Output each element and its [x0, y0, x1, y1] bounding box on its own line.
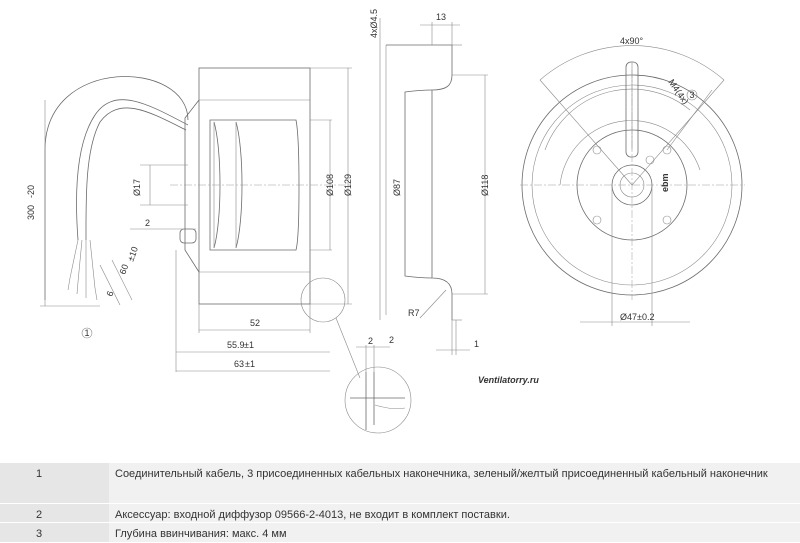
note-text: Глубина ввинчивания: макс. 4 мм [109, 522, 800, 542]
dim-detail-2b: 2 [389, 335, 394, 345]
cable-wire-1 [76, 99, 189, 241]
note-text: Аксессуар: входной диффузор 09566-2-4013… [109, 503, 800, 523]
bolt-hole-4 [662, 215, 672, 225]
dim-length-55-9-tol: ±1 [244, 340, 254, 350]
note-number: 1 [0, 462, 109, 504]
detail-curve [374, 404, 406, 410]
front-view: ebm 4x90° M4(4x) 3 Ø47 ±0.2 [520, 36, 745, 326]
cable-terminals [67, 277, 98, 301]
hub-stub [179, 228, 197, 244]
detail-geometry [350, 372, 405, 430]
motor-body [209, 119, 300, 251]
dim-strip-60-tol: ±10 [125, 245, 140, 262]
dim-radius-r7: R7 [408, 308, 420, 318]
callout-1-label: 1 [85, 328, 90, 338]
dim-length-63-tol: ±1 [245, 359, 255, 369]
dim-thread-note: 3 [690, 90, 695, 100]
cable-wire-2 [85, 107, 187, 241]
detail-marker-small [300, 277, 346, 323]
dim-cable-length: 300 [26, 205, 36, 220]
note-row: 3 Глубина ввинчивания: макс. 4 мм [0, 522, 800, 542]
note-number: 3 [0, 522, 109, 542]
dim-dia-47: Ø47 [620, 312, 637, 322]
watermark: Ventilatorry.ru [478, 375, 539, 385]
dim-depth-13: 13 [436, 12, 446, 22]
dim-strip-60: 60 [117, 263, 130, 276]
callout-circle-1 [81, 327, 93, 339]
dim-cable-length-tol: -20 [26, 185, 36, 198]
dim-holes-4x45: 4xØ4.5 [369, 9, 379, 38]
dim-detail-2a: 2 [368, 336, 373, 346]
dim-strip-6: 6 [104, 290, 115, 298]
detail-view-circle [344, 366, 412, 434]
brand-logo-text: ebm [660, 173, 670, 192]
dim-detail-1: 1 [474, 339, 479, 349]
dim-dia-118: Ø118 [480, 175, 490, 196]
dim-offset-2: 2 [145, 218, 150, 228]
dim-length-55-9: 55.9 [227, 340, 245, 350]
rotor-left-edge [184, 99, 200, 273]
note-row: 1 Соединительный кабель, 3 присоединенны… [0, 462, 800, 504]
note-row: 2 Аксессуар: входной диффузор 09566-2-40… [0, 503, 800, 523]
cable-dimension-arc [44, 76, 189, 300]
dim-angle-4x90: 4x90° [620, 36, 644, 46]
dim-length-52: 52 [250, 318, 260, 328]
note-number: 2 [0, 503, 109, 523]
dim-dia-129: Ø129 [343, 174, 353, 196]
technical-drawing: 300 -20 60 ±10 6 1 Ø17 2 Ø108 [26, 9, 745, 434]
dim-dia-47-tol: ±0.2 [637, 312, 654, 322]
dim-length-63: 63 [234, 359, 244, 369]
fan-housing-outline [198, 67, 311, 305]
cable-leads [69, 239, 96, 289]
thread-note-circle [686, 89, 698, 101]
bolt-hole-3 [592, 215, 602, 225]
dim-dia-87: Ø87 [392, 179, 402, 196]
note-text: Соединительный кабель, 3 присоединенных … [109, 462, 800, 504]
inlet-bore [404, 89, 433, 279]
bolt-hole-1 [592, 145, 602, 155]
dim-shaft-dia: Ø17 [132, 179, 142, 196]
side-view: 300 -20 60 ±10 6 1 Ø17 2 Ø108 [26, 67, 412, 434]
section-view: 4xØ4.5 13 Ø87 Ø118 R7 1 [369, 9, 490, 355]
notes-table: 1 Соединительный кабель, 3 присоединенны… [0, 462, 800, 542]
dim-dia-108: Ø108 [325, 174, 335, 196]
ground-symbol [645, 155, 655, 165]
